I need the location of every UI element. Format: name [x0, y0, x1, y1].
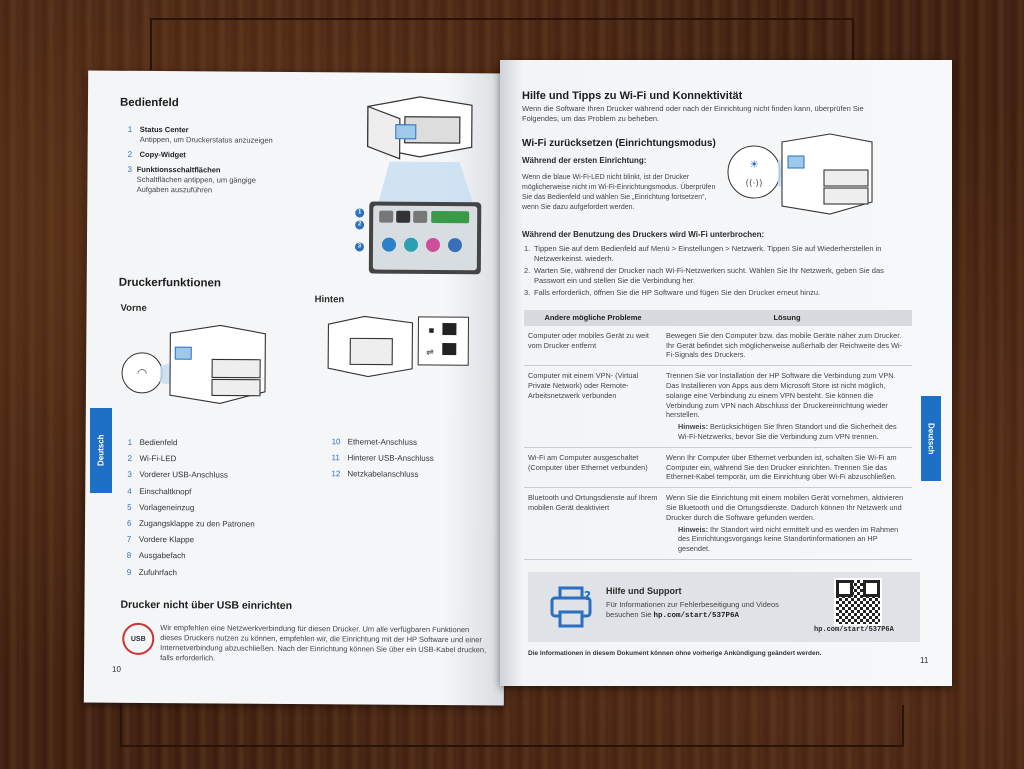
help-support-box: ? Hilfe und Support Für Informationen zu… [528, 572, 920, 642]
svg-text:◠: ◠ [137, 366, 148, 380]
problem-cell: Wi-Fi am Computer ausgeschaltet (Compute… [524, 447, 662, 489]
wifi-printer-illustration: ☀ ((·)) [727, 133, 873, 215]
wifi-help-title: Hilfe und Tipps zu Wi-Fi und Konnektivit… [522, 90, 743, 102]
bedienfeld-title: Bedienfeld [119, 96, 179, 110]
solution-cell: Bewegen Sie den Computer bzw. das mobile… [662, 325, 912, 367]
help-title: Hilfe und Support [606, 586, 682, 596]
page-number-right: 11 [920, 656, 929, 665]
callout-2: 2 [355, 220, 365, 230]
step-item: 1.Tippen Sie auf dem Bedienfeld auf Menü… [524, 244, 882, 263]
svg-text:▪: ▪ [428, 326, 434, 336]
language-tab-right: Deutsch [921, 396, 941, 481]
usb-title: Drucker nicht über USB einrichten [120, 598, 293, 612]
table-row: Computer oder mobiles Gerät zu weit vom … [524, 325, 912, 367]
front-printer-illustration: ◠ [121, 324, 266, 405]
druckerfunktionen-title: Druckerfunktionen [118, 276, 222, 290]
step-item: 3.Falls erforderlich, öffnen Sie die HP … [524, 288, 821, 297]
table-row: Bluetooth und Ortungsdienste auf Ihrem m… [524, 487, 912, 560]
back-label: Hinten [314, 294, 345, 306]
problems-table: Andere mögliche Probleme Lösung Computer… [524, 310, 912, 560]
svg-text:☀: ☀ [749, 158, 759, 171]
problem-cell: Computer mit einem VPN- (Virtual Private… [524, 365, 662, 448]
language-tab-left: Deutsch [90, 408, 112, 493]
svg-text:((·)): ((·)) [746, 179, 763, 189]
first-setup-text: Wenn die blaue Wi-Fi-LED nicht blinkt, i… [522, 174, 716, 211]
interrupt-title: Während der Benutzung des Druckers wird … [522, 230, 765, 239]
usb-text: Wir empfehlen eine Netzwerkverbindung fü… [160, 623, 487, 663]
svg-text:⇌: ⇌ [426, 348, 434, 358]
table-header-row: Andere mögliche Probleme Lösung [524, 310, 912, 326]
callout-1: 1 [355, 208, 365, 218]
col-problem: Andere mögliche Probleme [524, 310, 662, 326]
no-usb-icon: USB [122, 622, 155, 656]
table-inlay-bottom [120, 705, 904, 747]
reset-title: Wi-Fi zurücksetzen (Einrichtungsmodus) [522, 138, 716, 149]
item-number: 2 [127, 149, 133, 159]
step-item: 2.Warten Sie, während der Drucker nach W… [524, 266, 884, 285]
item-title: Copy-Widget [139, 149, 186, 160]
printer-help-icon: ? [550, 586, 592, 628]
printer-control-panel-illustration [367, 96, 482, 275]
back-printer-illustration: ▪ ⇌ [327, 315, 470, 378]
qr-code[interactable] [834, 578, 882, 626]
problem-cell: Computer oder mobiles Gerät zu weit vom … [524, 325, 662, 367]
solution-cell: Wenn Ihr Computer über Ethernet verbunde… [662, 447, 912, 489]
problem-cell: Bluetooth und Ortungsdienste auf Ihrem m… [524, 487, 662, 560]
item-title: Status Center [139, 124, 189, 135]
item-number: 3 [127, 164, 133, 174]
help-text: Für Informationen zur Fehlerbeseitigung … [606, 600, 779, 620]
item-desc: Schaltflächen antippen, um gängige Aufga… [136, 174, 256, 195]
steps-list: 1.Tippen Sie auf dem Bedienfeld auf Menü… [524, 244, 904, 298]
help-link[interactable]: hp.com/start/537P6A [653, 612, 740, 620]
table-row: Computer mit einem VPN- (Virtual Private… [524, 365, 912, 448]
solution-cell: Wenn Sie die Einrichtung mit einem mobil… [662, 487, 912, 560]
item-desc: Antippen, um Druckerstatus anzuzeigen [139, 134, 273, 145]
solution-cell: Trennen Sie vor Installation der HP Soft… [662, 365, 912, 448]
first-setup-title: Während der ersten Einrichtung: [522, 156, 647, 165]
disclaimer: Die Informationen in diesem Dokument kön… [528, 650, 822, 657]
item-number: 1 [127, 124, 133, 134]
svg-text:?: ? [584, 589, 591, 603]
table-row: Wi-Fi am Computer ausgeschaltet (Compute… [524, 447, 912, 489]
wifi-intro: Wenn die Software Ihren Drucker während … [522, 104, 864, 123]
qr-caption: hp.com/start/537P6A [814, 626, 894, 634]
col-solution: Lösung [662, 310, 912, 326]
right-page: Hilfe und Tipps zu Wi-Fi und Konnektivit… [500, 60, 952, 686]
item-title: Funktionsschaltflächen [136, 164, 221, 175]
bedienfeld-item: 2 Copy-Widget [128, 150, 288, 161]
callout-3: 3 [354, 242, 365, 252]
page-number-left: 10 [112, 664, 121, 674]
table-inlay-top [150, 18, 854, 70]
